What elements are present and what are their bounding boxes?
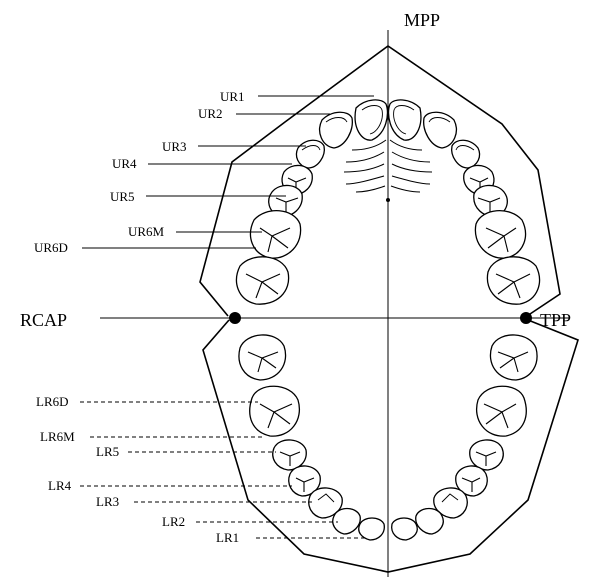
palatal-rugae xyxy=(344,134,432,204)
label-lr6d: LR6D xyxy=(36,394,69,409)
label-ur1: UR1 xyxy=(220,89,245,104)
tpp-point xyxy=(520,312,532,324)
rcap-point xyxy=(229,312,241,324)
tpp-label: TPP xyxy=(540,310,571,330)
label-lr4: LR4 xyxy=(48,478,72,493)
rcap-label: RCAP xyxy=(20,310,67,330)
label-lr3: LR3 xyxy=(96,494,119,509)
label-ur6d: UR6D xyxy=(34,240,68,255)
label-lr6m: LR6M xyxy=(40,429,75,444)
label-lr1: LR1 xyxy=(216,530,239,545)
mpp-label: MPP xyxy=(404,10,440,30)
label-ur2: UR2 xyxy=(198,106,223,121)
label-ur3: UR3 xyxy=(162,139,187,154)
label-ur6m: UR6M xyxy=(128,224,165,239)
label-ur4: UR4 xyxy=(112,156,137,171)
label-lr2: LR2 xyxy=(162,514,185,529)
label-lr5: LR5 xyxy=(96,444,119,459)
label-ur5: UR5 xyxy=(110,189,135,204)
